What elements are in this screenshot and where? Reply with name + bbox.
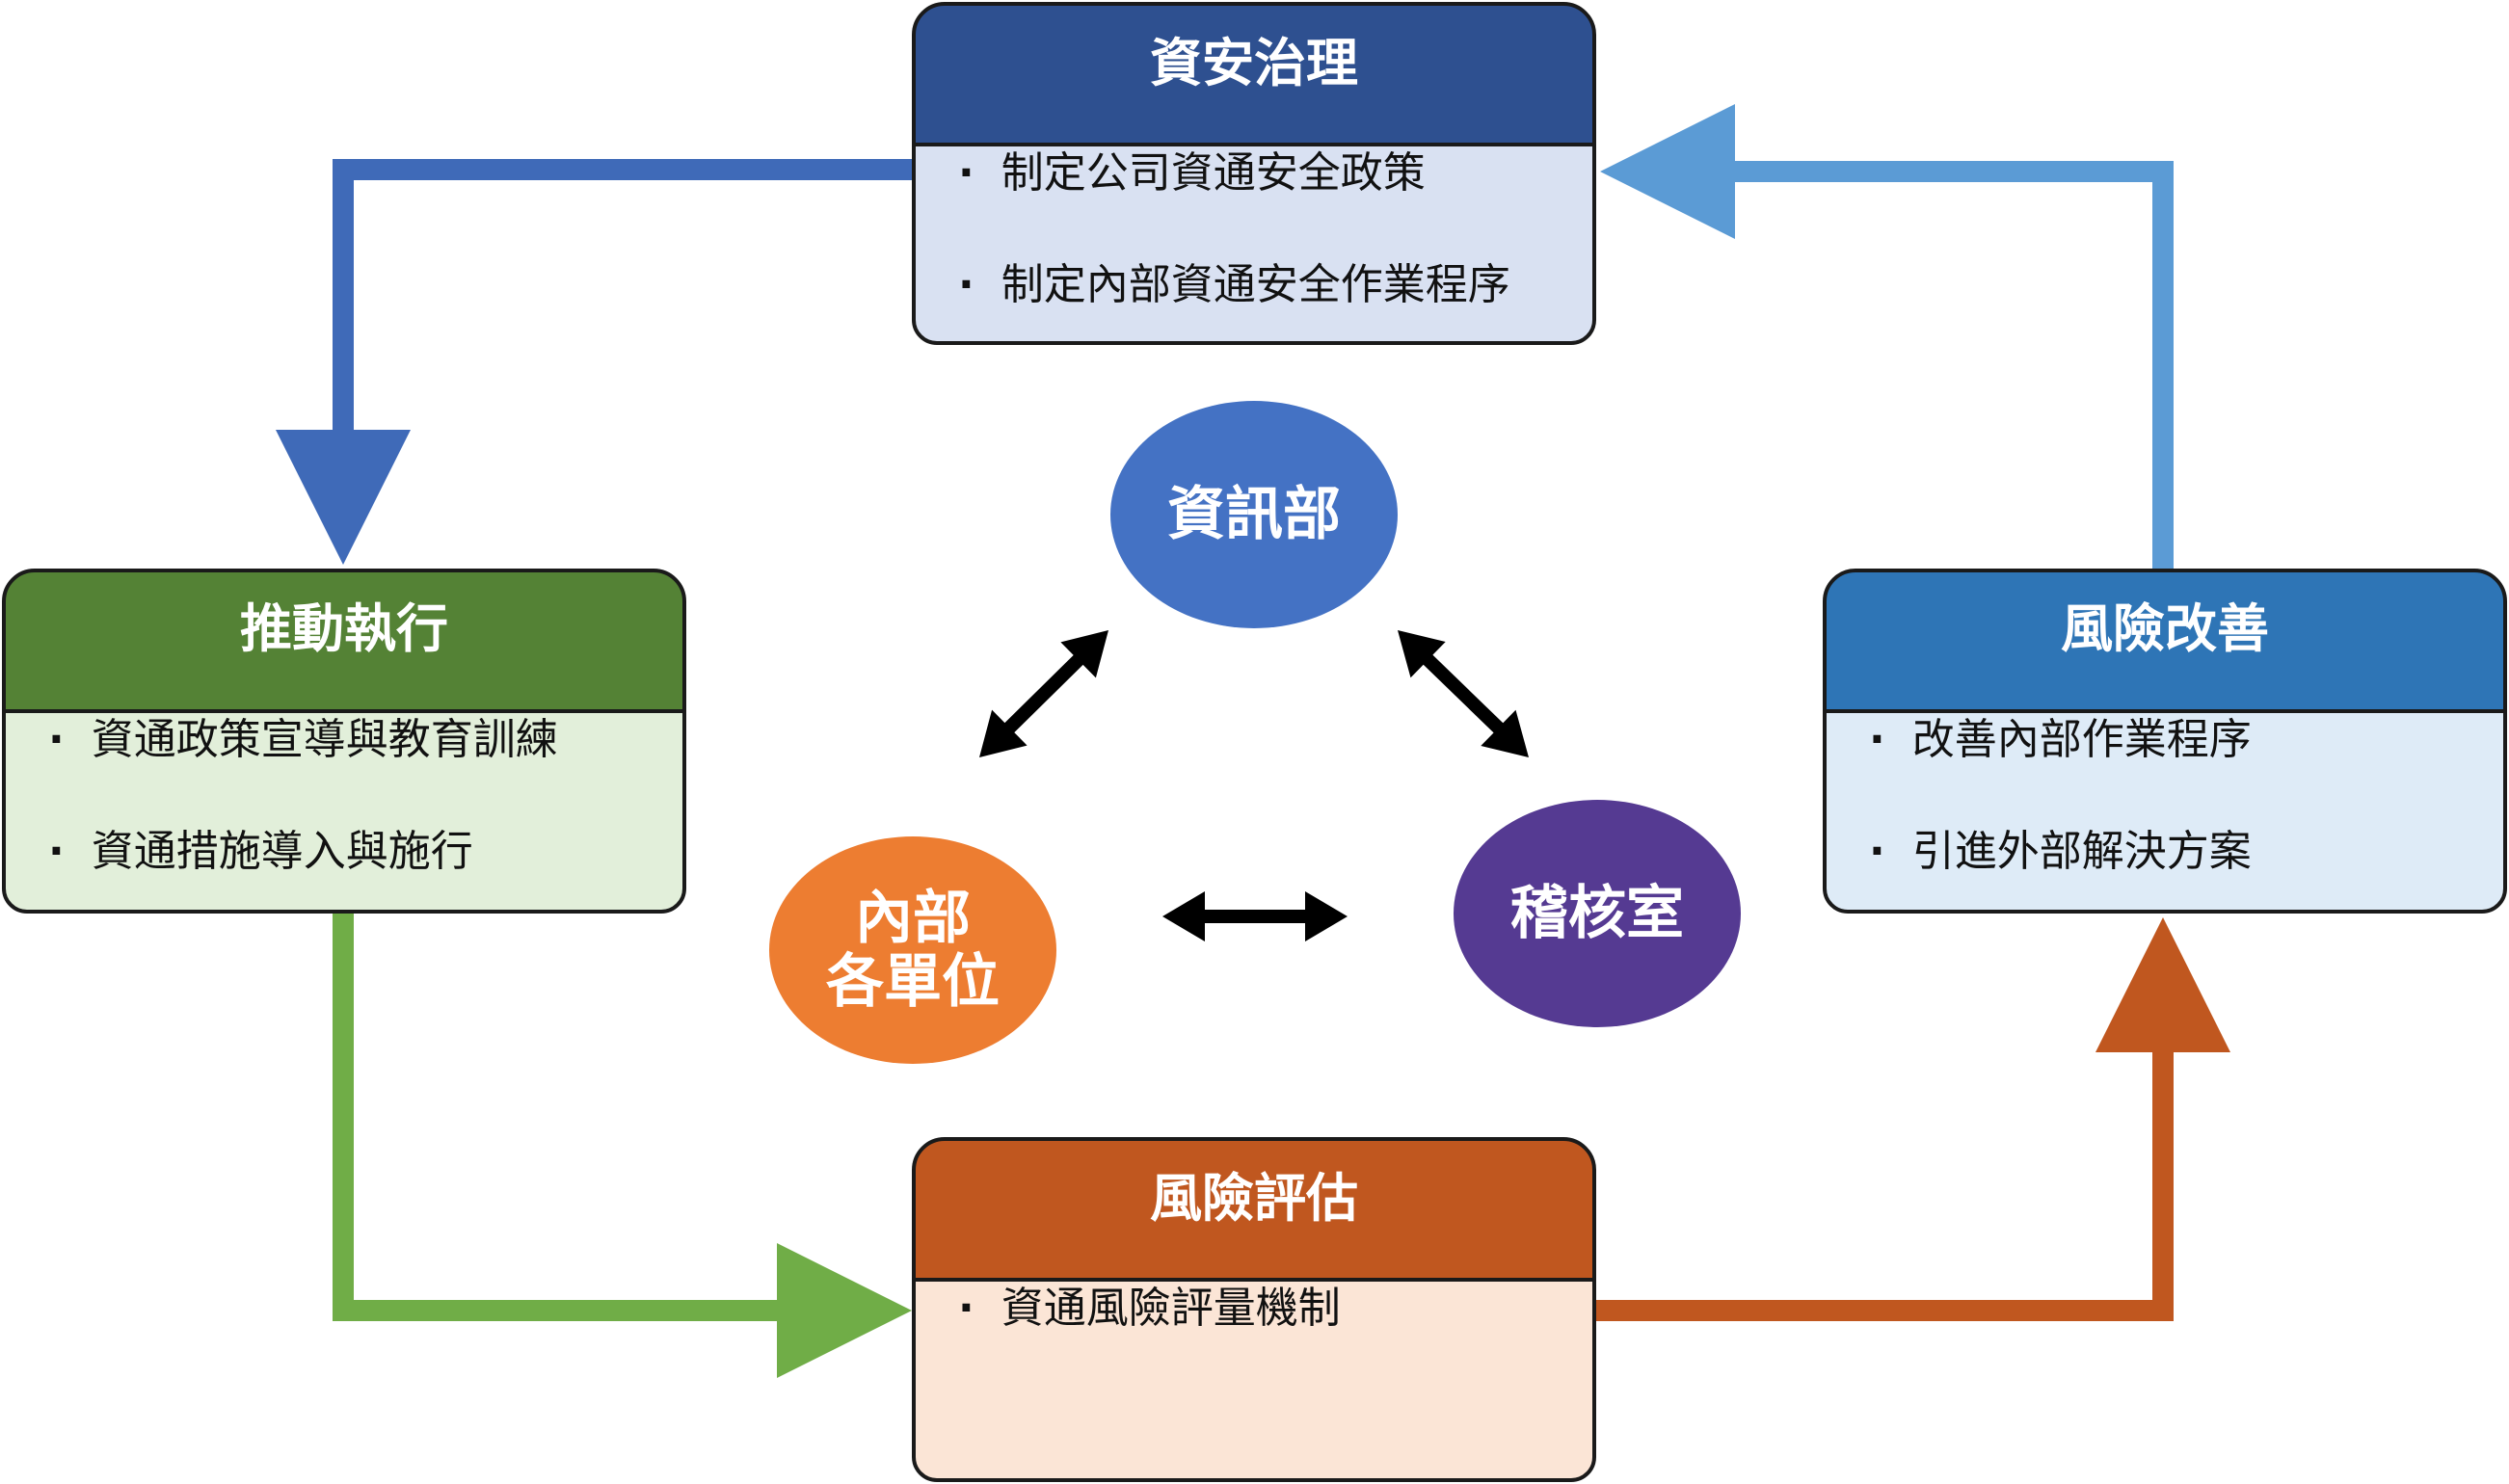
- arrow-assessment-to-improvement-line: [1596, 1041, 2174, 1321]
- improvement-item-solution: 引進外部解決方案: [1869, 831, 2503, 873]
- governance-item-policy: 制定公司資通安全政策: [958, 152, 1592, 195]
- execution-item-training: 資通政策宣導與教育訓練: [48, 719, 682, 761]
- improvement-body: 改善內部作業程序 引進外部解決方案: [1823, 682, 2507, 914]
- internal-units-circle: 內部 各單位: [769, 836, 1056, 1064]
- improvement-card: 改善內部作業程序 引進外部解決方案 風險改善: [1823, 569, 2507, 914]
- internal-units-line1: 內部: [855, 885, 971, 952]
- governance-item-procedure: 制定內部資通安全作業程序: [958, 264, 1592, 306]
- arrow-execution-to-assessment-line: [333, 914, 790, 1321]
- double-arrow-units-audit: [1162, 891, 1348, 941]
- internal-units-line2: 各單位: [826, 948, 1000, 1016]
- arrow-assessment-to-improvement-head: [2095, 917, 2230, 1052]
- improvement-title: 風險改善: [1823, 569, 2507, 713]
- assessment-card: 資通風險評量機制 風險評估: [912, 1137, 1596, 1482]
- execution-title: 推動執行: [2, 569, 686, 713]
- assessment-item-mechanism: 資通風險評量機制: [958, 1287, 1592, 1330]
- assessment-title: 風險評估: [912, 1137, 1596, 1282]
- execution-card: 資通政策宣導與教育訓練 資通措施導入與施行 推動執行: [2, 569, 686, 914]
- execution-item-implementation: 資通措施導入與施行: [48, 831, 682, 873]
- arrow-improvement-to-governance-head: [1600, 104, 1735, 239]
- double-arrow-it-units: [979, 630, 1108, 757]
- arrow-execution-to-assessment-head: [777, 1243, 912, 1378]
- improvement-item-procedure: 改善內部作業程序: [1869, 719, 2503, 761]
- arrow-governance-to-execution-head: [276, 430, 411, 565]
- governance-card: 制定公司資通安全政策 制定內部資通安全作業程序 資安治理: [912, 2, 1596, 345]
- arrow-improvement-to-governance-line: [1716, 161, 2174, 569]
- governance-body: 制定公司資通安全政策 制定內部資通安全作業程序: [912, 116, 1596, 345]
- double-arrow-it-audit: [1398, 630, 1529, 757]
- audit-office-circle: 稽核室: [1454, 800, 1741, 1027]
- governance-title: 資安治理: [912, 2, 1596, 146]
- execution-body: 資通政策宣導與教育訓練 資通措施導入與施行: [2, 682, 686, 914]
- it-department-circle: 資訊部: [1110, 401, 1398, 628]
- assessment-body: 資通風險評量機制: [912, 1251, 1596, 1482]
- arrow-governance-to-execution-line: [333, 159, 916, 453]
